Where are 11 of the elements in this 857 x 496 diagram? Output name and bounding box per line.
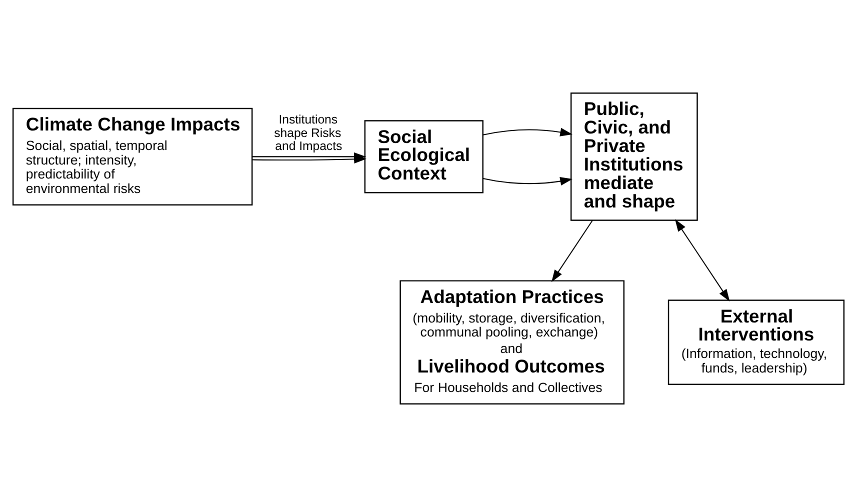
node-box: Climate Change Impacts Social, spatial, temporal structure; intensity, predictability of environmental risks bbox=[12, 107, 253, 206]
edge-label: Institutions shape Risks and Impacts bbox=[274, 112, 342, 153]
node-box: Adaptation Practices (mobility, storage, diversification, communal pooling, exchange) and Livelihood Outcomes For Households and Collectives bbox=[400, 280, 625, 404]
arrow bbox=[482, 127, 573, 136]
arrow bbox=[674, 218, 730, 302]
arrow bbox=[482, 176, 573, 185]
node-box: Social Ecological Context bbox=[364, 120, 484, 193]
node-box: External Interventions (Information, technology, funds, leadership) bbox=[668, 299, 845, 385]
node-box: Public, Civic, and Private Institutions mediate and shape bbox=[570, 92, 698, 220]
arrow bbox=[551, 220, 593, 282]
arrow bbox=[252, 154, 366, 163]
